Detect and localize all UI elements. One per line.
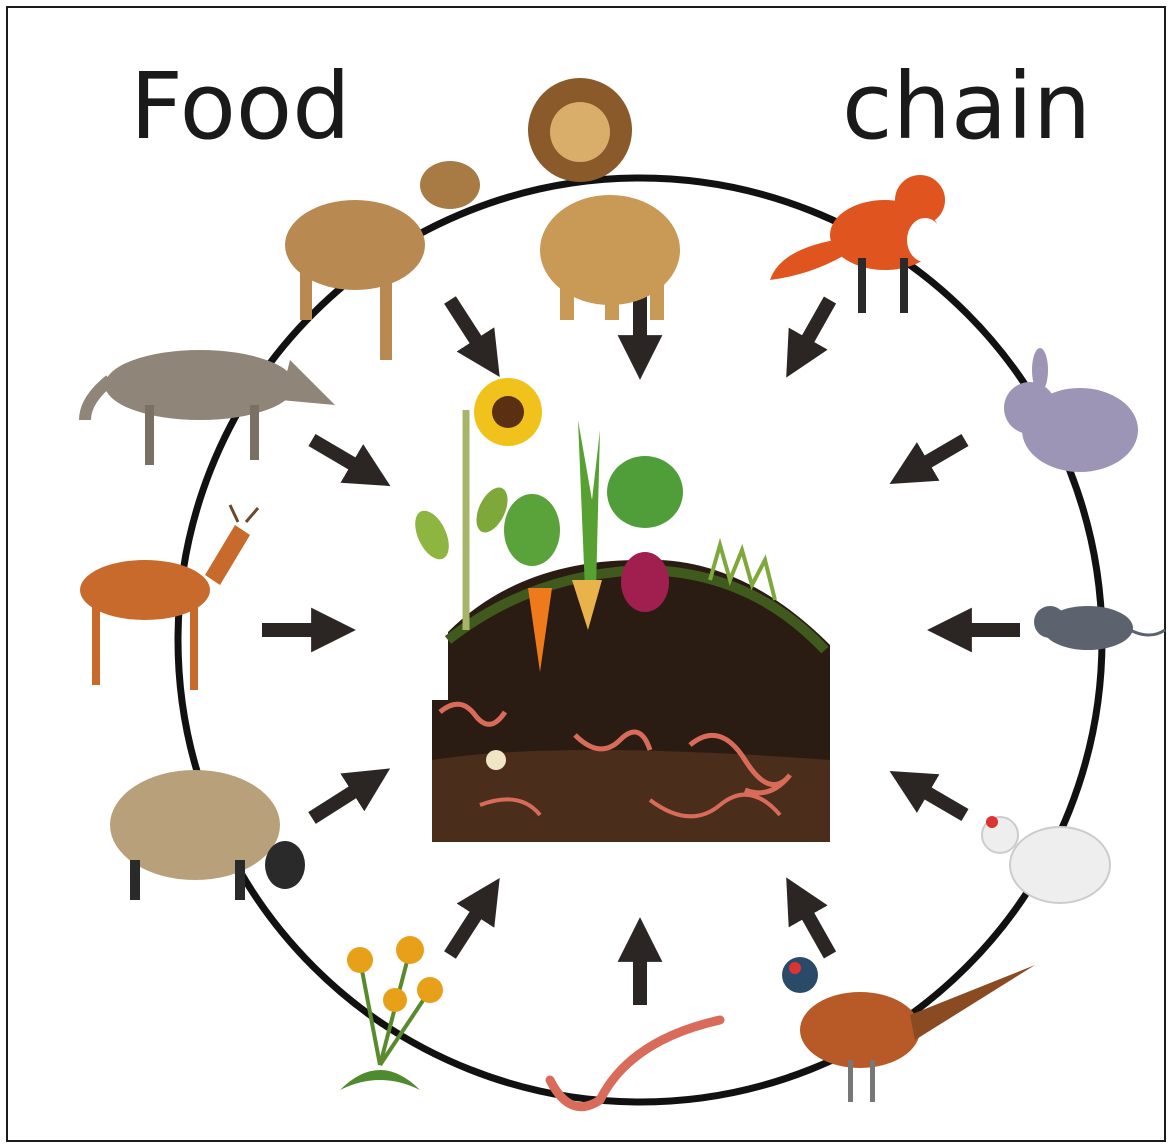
beet-leaves-icon xyxy=(607,456,683,528)
arrow-chicken xyxy=(905,780,965,815)
pheasant-icon xyxy=(782,957,1035,1102)
fox-icon xyxy=(770,175,945,313)
wolf-icon xyxy=(85,350,335,465)
arrow-dandelion xyxy=(450,893,490,955)
leafy-greens-icon xyxy=(504,494,560,566)
soil-with-plants-and-worms xyxy=(408,378,830,842)
rabbit-icon xyxy=(1004,348,1138,472)
arrow-rabbit xyxy=(905,440,965,475)
grub-icon xyxy=(486,750,506,770)
lioness-icon xyxy=(285,161,480,360)
mouse-icon xyxy=(1034,606,1165,650)
sheep-icon xyxy=(110,770,305,900)
earthworm-icon xyxy=(550,1020,720,1107)
arrow-fox xyxy=(795,300,830,362)
deer-icon xyxy=(80,505,258,690)
arrow-pheasant xyxy=(795,893,830,955)
title-food: Food xyxy=(130,53,351,160)
sunflower-leaf-icon xyxy=(408,506,455,565)
arrow-wolf xyxy=(312,440,375,477)
sunflower-center-icon xyxy=(492,396,524,428)
lion-icon xyxy=(528,78,680,320)
chicken-icon xyxy=(982,816,1110,903)
arrow-lioness xyxy=(450,300,490,362)
title-chain: chain xyxy=(842,53,1091,160)
dandelion-icon xyxy=(340,936,443,1090)
beet-root-icon xyxy=(621,552,669,612)
arrow-sheep xyxy=(312,778,375,818)
